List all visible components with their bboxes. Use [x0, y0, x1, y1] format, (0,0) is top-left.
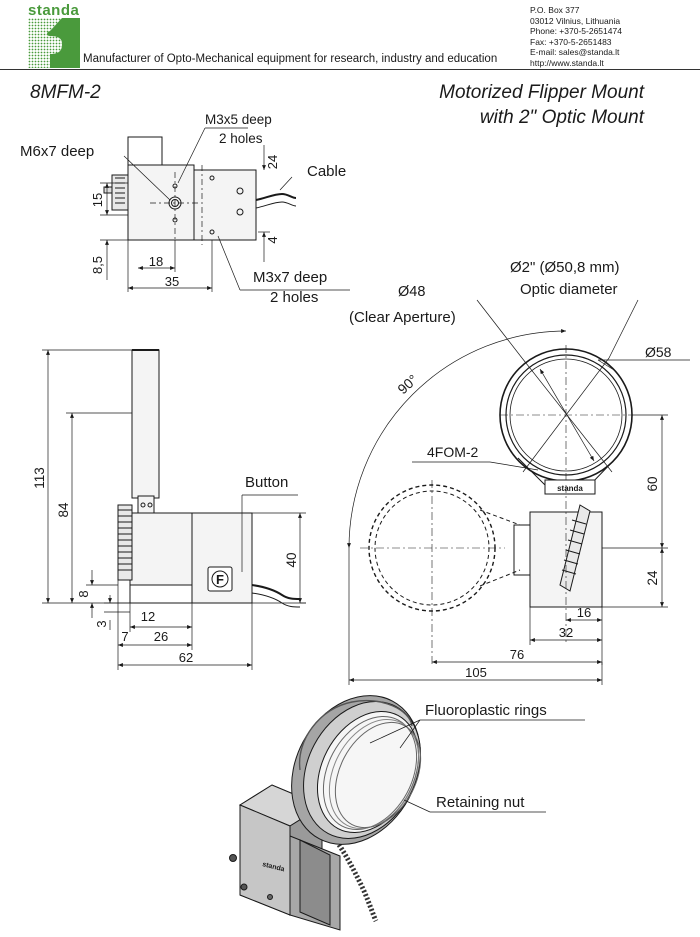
retaining-nut-label: Retaining nut	[436, 794, 525, 811]
m6x7-label: M6x7 deep	[20, 143, 94, 160]
m3x5-holes-label: 2 holes	[219, 131, 263, 146]
iso-view-leaders	[369, 719, 585, 813]
dim-113: 113	[32, 467, 47, 489]
dim-26: 26	[154, 629, 168, 644]
dim-24-top: 24	[265, 155, 280, 169]
logo-wordmark: standa	[28, 2, 80, 19]
dim-105: 105	[465, 665, 487, 680]
front-view	[347, 329, 633, 665]
angle-90: 90°	[394, 371, 420, 397]
logo-s-icon	[28, 18, 80, 68]
m3x7-label: M3x7 deep	[253, 269, 327, 286]
dim-12: 12	[141, 609, 155, 624]
dim-35: 35	[165, 274, 179, 289]
clear-aperture-dia: Ø48	[398, 284, 425, 300]
dim-7: 7	[121, 629, 128, 644]
dim-84: 84	[56, 502, 71, 518]
contact-line: P.O. Box 377	[530, 5, 580, 15]
m3x7-holes-label: 2 holes	[270, 289, 318, 306]
contact-line: Fax: +370-5-2651483	[530, 36, 612, 47]
optic-dia: Ø2" (Ø50,8 mm)	[510, 259, 620, 276]
dim-4: 4	[265, 236, 280, 243]
isometric-view	[229, 695, 422, 931]
clear-aperture-label: (Clear Aperture)	[349, 309, 456, 326]
header-divider	[0, 69, 700, 70]
dim-62: 62	[179, 650, 193, 665]
dim-24-front: 24	[645, 570, 660, 586]
mount-plate-label: standa	[557, 484, 583, 493]
title-line-1: Motorized Flipper Mount	[439, 82, 644, 103]
dim-16: 16	[577, 605, 591, 620]
contact-line: E-mail: sales@standa.lt	[530, 47, 620, 57]
company-logo: standa	[28, 2, 80, 68]
dim-18: 18	[149, 254, 163, 269]
contact-line: 03012 Vilnius, Lithuania	[530, 15, 621, 26]
title-line-2: with 2" Optic Mount	[479, 107, 644, 128]
top-view-dimensions	[100, 127, 350, 292]
contact-line: http://www.standa.lt	[530, 57, 604, 68]
outer-dia-58: Ø58	[645, 344, 672, 360]
button-f-glyph: F	[216, 572, 224, 587]
optic-mount-model: 4FOM-2	[427, 444, 479, 460]
button-label: Button	[245, 474, 288, 491]
contact-line: Phone: +370-5-2651474	[530, 26, 622, 36]
product-title: Motorized Flipper Mount with 2" Optic Mo…	[439, 80, 644, 130]
dim-8-5: 8,5	[90, 256, 105, 274]
top-view	[103, 136, 297, 245]
m3x5-label: M3x5 deep	[205, 112, 272, 127]
dim-15: 15	[90, 193, 105, 207]
model-number: 8MFM-2	[30, 82, 101, 103]
dim-8: 8	[76, 590, 91, 597]
optic-diameter-label: Optic diameter	[520, 281, 618, 298]
cable-label: Cable	[307, 163, 346, 180]
side-view-dimensions	[42, 349, 306, 670]
dim-40: 40	[284, 552, 299, 567]
dim-60: 60	[645, 476, 660, 491]
front-view-dimensions	[348, 299, 690, 685]
contact-block: P.O. Box 377 03012 Vilnius, Lithuania Ph…	[530, 5, 622, 68]
dim-3: 3	[94, 620, 109, 627]
dim-32: 32	[559, 625, 573, 640]
fluoroplastic-rings-label: Fluoroplastic rings	[425, 702, 547, 719]
company-tagline: Manufacturer of Opto-Mechanical equipmen…	[83, 53, 498, 65]
dim-76: 76	[510, 647, 524, 662]
